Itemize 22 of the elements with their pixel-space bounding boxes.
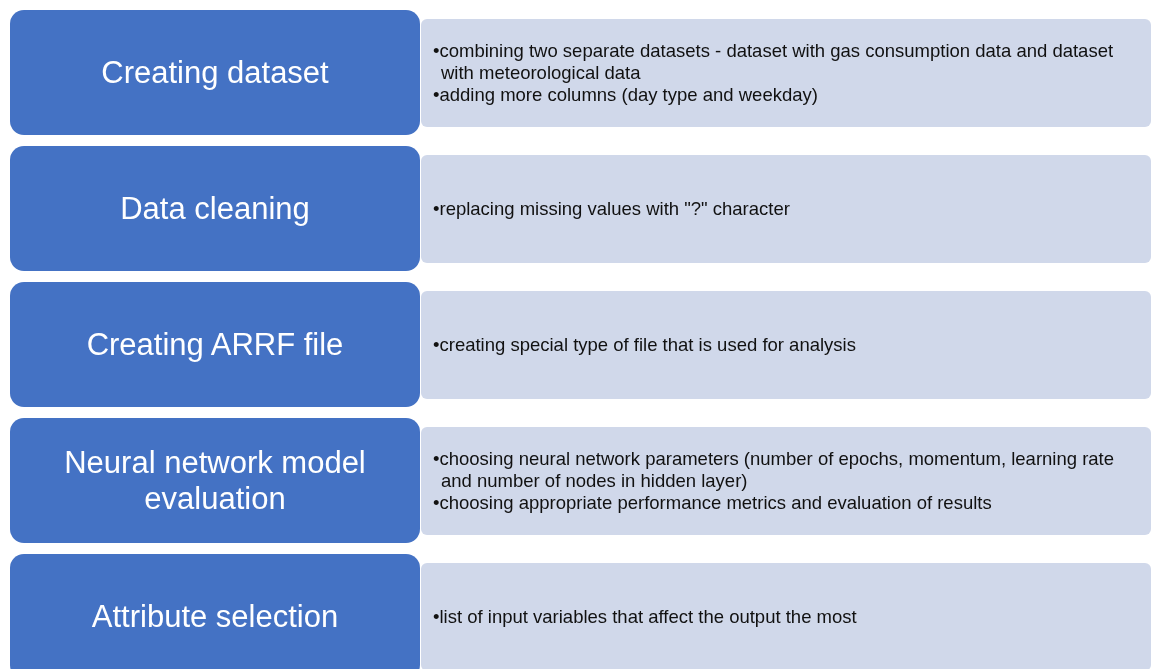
- bullet-item: •choosing neural network parameters (number of epochs, momentum, learning rate and number of nodes in hidden layer): [433, 448, 1116, 492]
- detail-panel: [421, 291, 1151, 399]
- detail-panel: [421, 563, 1151, 669]
- step-box: [10, 282, 420, 407]
- bullet-item: •choosing appropriate performance metrics and evaluation of results: [433, 492, 993, 514]
- bullet-item: •adding more columns (day type and weekday): [433, 84, 819, 106]
- bullet-item: •combining two separate datasets - dataset with gas consumption data and dataset with meteorological data: [433, 40, 1115, 84]
- bullet-item: •list of input variables that affect the output the most: [433, 606, 858, 628]
- step-box: [10, 146, 420, 271]
- step-title: Neural network model evaluation: [63, 444, 367, 517]
- detail-panel: [421, 427, 1151, 535]
- detail-panel: [421, 155, 1151, 263]
- step-box: [10, 10, 420, 135]
- step-box: [10, 418, 420, 543]
- step-title: Creating ARRF file: [86, 326, 344, 363]
- step-title: Data cleaning: [120, 190, 310, 227]
- step-title: Attribute selection: [91, 598, 339, 635]
- bullet-item: •creating special type of file that is used for analysis: [433, 334, 857, 356]
- step-box: [10, 554, 420, 669]
- detail-panel: [421, 19, 1151, 127]
- step-title: Creating dataset: [101, 54, 329, 91]
- bullet-item: •replacing missing values with "?" character: [433, 198, 791, 220]
